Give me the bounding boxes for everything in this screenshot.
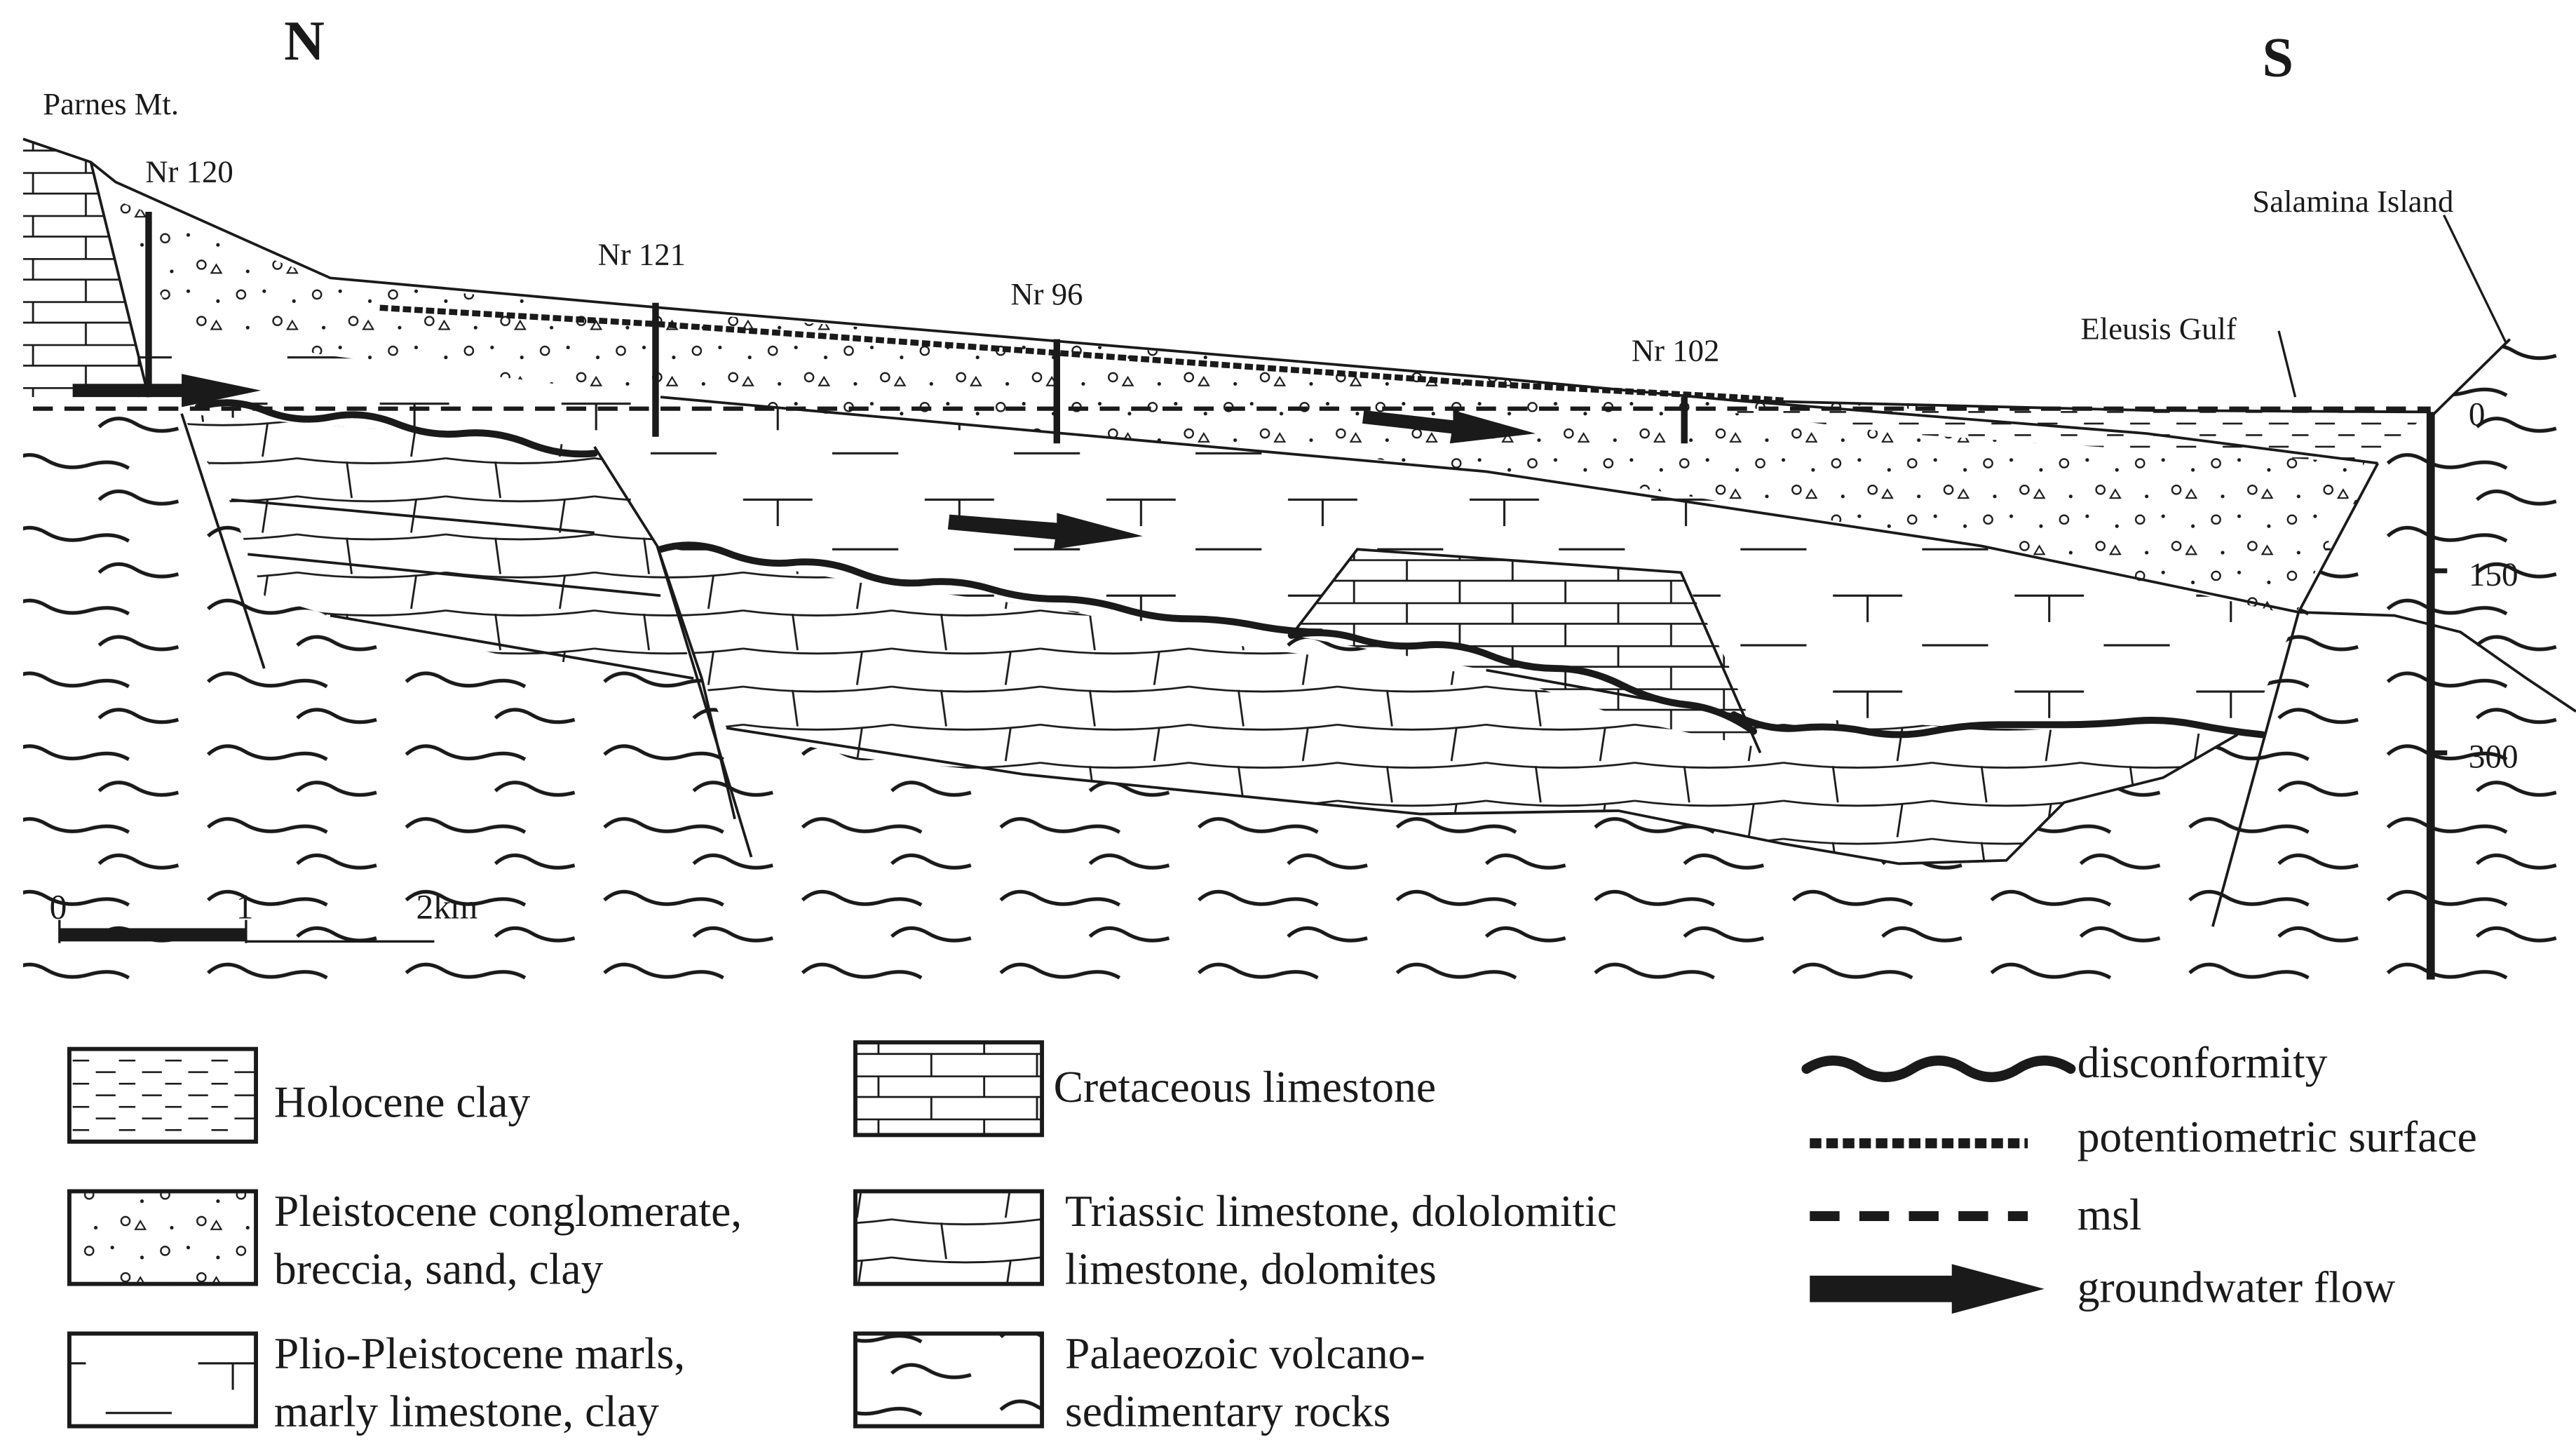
legend-cretaceous-l1: Cretaceous limestone bbox=[1054, 1062, 1436, 1112]
well-nr121-label: Nr 121 bbox=[598, 236, 686, 271]
legend-swatch-plio bbox=[67, 1331, 258, 1429]
eleusis-label: Eleusis Gulf bbox=[2080, 311, 2236, 346]
disconformity-line bbox=[194, 399, 2266, 739]
well-markers bbox=[145, 211, 1688, 444]
legend-swatch-cretaceous bbox=[853, 1040, 1045, 1138]
scale-bar bbox=[58, 919, 435, 943]
fault-lines bbox=[22, 137, 2576, 927]
eleusis-pointer bbox=[2277, 330, 2297, 398]
salamina-label: Salamina Island bbox=[2252, 184, 2453, 219]
legend-flow-label: groundwater flow bbox=[2077, 1262, 2396, 1312]
salamina-pointer bbox=[2443, 214, 2508, 345]
well-nr120-label: Nr 120 bbox=[145, 154, 233, 189]
legend-swatch-pleistocene bbox=[67, 1189, 258, 1286]
scale-tick-0: 0 bbox=[50, 887, 67, 926]
well-nr96-label: Nr 96 bbox=[1010, 276, 1083, 311]
legend-plio-l1: Plio-Pleistocene marls, bbox=[274, 1328, 685, 1378]
potentiometric-surface-line bbox=[379, 304, 1784, 404]
scale-tick-1: 1 bbox=[236, 887, 254, 926]
legend-msl-label: msl bbox=[2077, 1189, 2142, 1239]
legend-holocene-l1: Holocene clay bbox=[274, 1077, 531, 1126]
legend: Holocene clay Pleistocene conglomerate, … bbox=[67, 1037, 2477, 1436]
parnes-label: Parnes Mt. bbox=[43, 86, 179, 121]
well-nr102-label: Nr 102 bbox=[1632, 332, 1719, 368]
legend-swatch-holocene bbox=[67, 1046, 258, 1144]
legend-disconformity-label: disconformity bbox=[2077, 1037, 2328, 1087]
legend-symbol-flow bbox=[1810, 1264, 2045, 1314]
legend-pleistocene-l2: breccia, sand, clay bbox=[274, 1244, 604, 1294]
legend-palaeozoic-l2: sedimentary rocks bbox=[1065, 1386, 1390, 1436]
north-label: N bbox=[284, 11, 325, 72]
legend-triassic-l1: Triassic limestone, dololomitic bbox=[1065, 1186, 1617, 1236]
depth-axis bbox=[2426, 412, 2448, 980]
depth-tick-300: 300 bbox=[2469, 739, 2519, 776]
depth-tick-150: 150 bbox=[2469, 557, 2519, 593]
south-label: S bbox=[2263, 27, 2294, 88]
legend-palaeozoic-l1: Palaeozoic volcano- bbox=[1065, 1328, 1425, 1378]
legend-swatch-triassic bbox=[853, 1189, 1045, 1286]
legend-plio-l2: marly limestone, clay bbox=[274, 1386, 659, 1436]
groundwater-flow-arrows bbox=[72, 374, 1536, 550]
legend-pleistocene-l1: Pleistocene conglomerate, bbox=[274, 1186, 742, 1236]
scale-tick-2km: 2km bbox=[416, 887, 477, 926]
legend-triassic-l2: limestone, dolomites bbox=[1065, 1244, 1437, 1294]
legend-swatch-palaeozoic bbox=[853, 1331, 1045, 1429]
legend-potentiometric-label: potentiometric surface bbox=[2077, 1112, 2477, 1161]
depth-tick-0: 0 bbox=[2469, 396, 2486, 433]
legend-symbol-disconformity bbox=[1801, 1056, 2076, 1082]
